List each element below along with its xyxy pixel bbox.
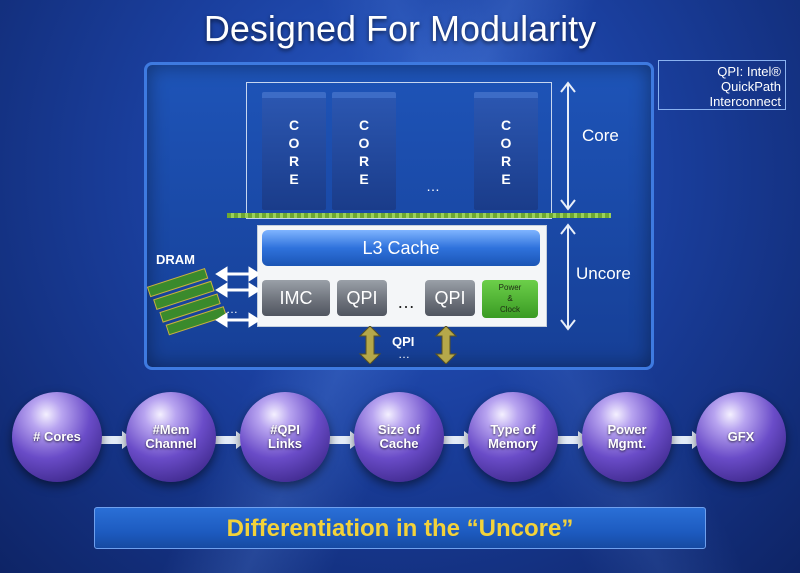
core-region-box: [246, 82, 552, 219]
dram-ellipsis: …: [226, 302, 238, 316]
core-letter: R: [500, 153, 512, 169]
core-letter: O: [500, 135, 512, 151]
sphere-text: GFX: [727, 429, 755, 444]
qpi-legend-line1: QPI: Intel®: [717, 64, 781, 79]
core-letter: R: [358, 153, 370, 169]
core-letter: E: [501, 171, 511, 187]
sphere-text: Memory: [488, 436, 538, 451]
core-ellipsis: …: [426, 178, 440, 194]
differentiation-banner: Differentiation in the “Uncore”: [94, 507, 706, 549]
dram-modules-icon: [146, 266, 258, 336]
sphere-cores: # Cores: [12, 392, 102, 482]
l3-cache-block: L3 Cache: [262, 230, 540, 266]
core-span-arrow: [560, 81, 576, 211]
sphere-text: Channel: [145, 436, 197, 451]
sphere-gfx: GFX: [696, 392, 786, 482]
core-side-label: Core: [582, 126, 619, 145]
uncore-side-label: Uncore: [576, 264, 631, 283]
power-clock-block: Power & Clock: [482, 280, 538, 318]
clock-label: Clock: [499, 305, 520, 314]
sphere-text: Cache: [379, 436, 419, 451]
qpi-bottom-label: QPI: [392, 334, 415, 349]
sphere-text: Links: [268, 436, 302, 451]
sphere-text: Size of: [378, 422, 420, 437]
core-letter: C: [358, 117, 370, 133]
core-letter: R: [288, 153, 300, 169]
sphere-text: # Cores: [33, 429, 81, 444]
span-arrows: [560, 81, 576, 331]
sphere-text: Power: [607, 422, 647, 437]
sphere-text: #QPI: [270, 422, 300, 437]
qpi-link-arrows: [358, 326, 458, 364]
power-ampersand: &: [507, 294, 513, 303]
core-letter: O: [358, 135, 370, 151]
qpi-legend: QPI: Intel® QuickPath Interconnect: [658, 60, 786, 110]
dram-label: DRAM: [156, 252, 195, 267]
core-block-3: C O R E: [474, 92, 538, 210]
sphere-text: Type of: [490, 422, 536, 437]
qpi-block-left: QPI: [337, 280, 387, 316]
core-letter: E: [289, 171, 299, 187]
sphere-text: #Mem: [152, 422, 190, 437]
core-block-2: C O R E: [332, 92, 396, 210]
qpi-legend-line3: Interconnect: [709, 94, 781, 109]
qpi-block-right: QPI: [425, 280, 475, 316]
slide-title: Designed For Modularity: [203, 8, 597, 49]
core-block-1: C O R E: [262, 92, 326, 210]
uncore-ellipsis: …: [397, 292, 415, 312]
core-letter: C: [500, 117, 512, 133]
power-label: Power: [498, 283, 522, 292]
qpi-ellipsis: …: [398, 347, 410, 361]
sphere-text: Mgmt.: [607, 436, 647, 451]
dram-arrows: [215, 266, 258, 328]
core-letter: O: [288, 135, 300, 151]
core-letter: E: [359, 171, 369, 187]
qpi-legend-line2: QuickPath: [721, 79, 781, 94]
core-letter: C: [288, 117, 300, 133]
imc-block: IMC: [262, 280, 330, 316]
uncore-span-arrow: [560, 223, 576, 331]
core-uncore-divider: [227, 213, 611, 218]
